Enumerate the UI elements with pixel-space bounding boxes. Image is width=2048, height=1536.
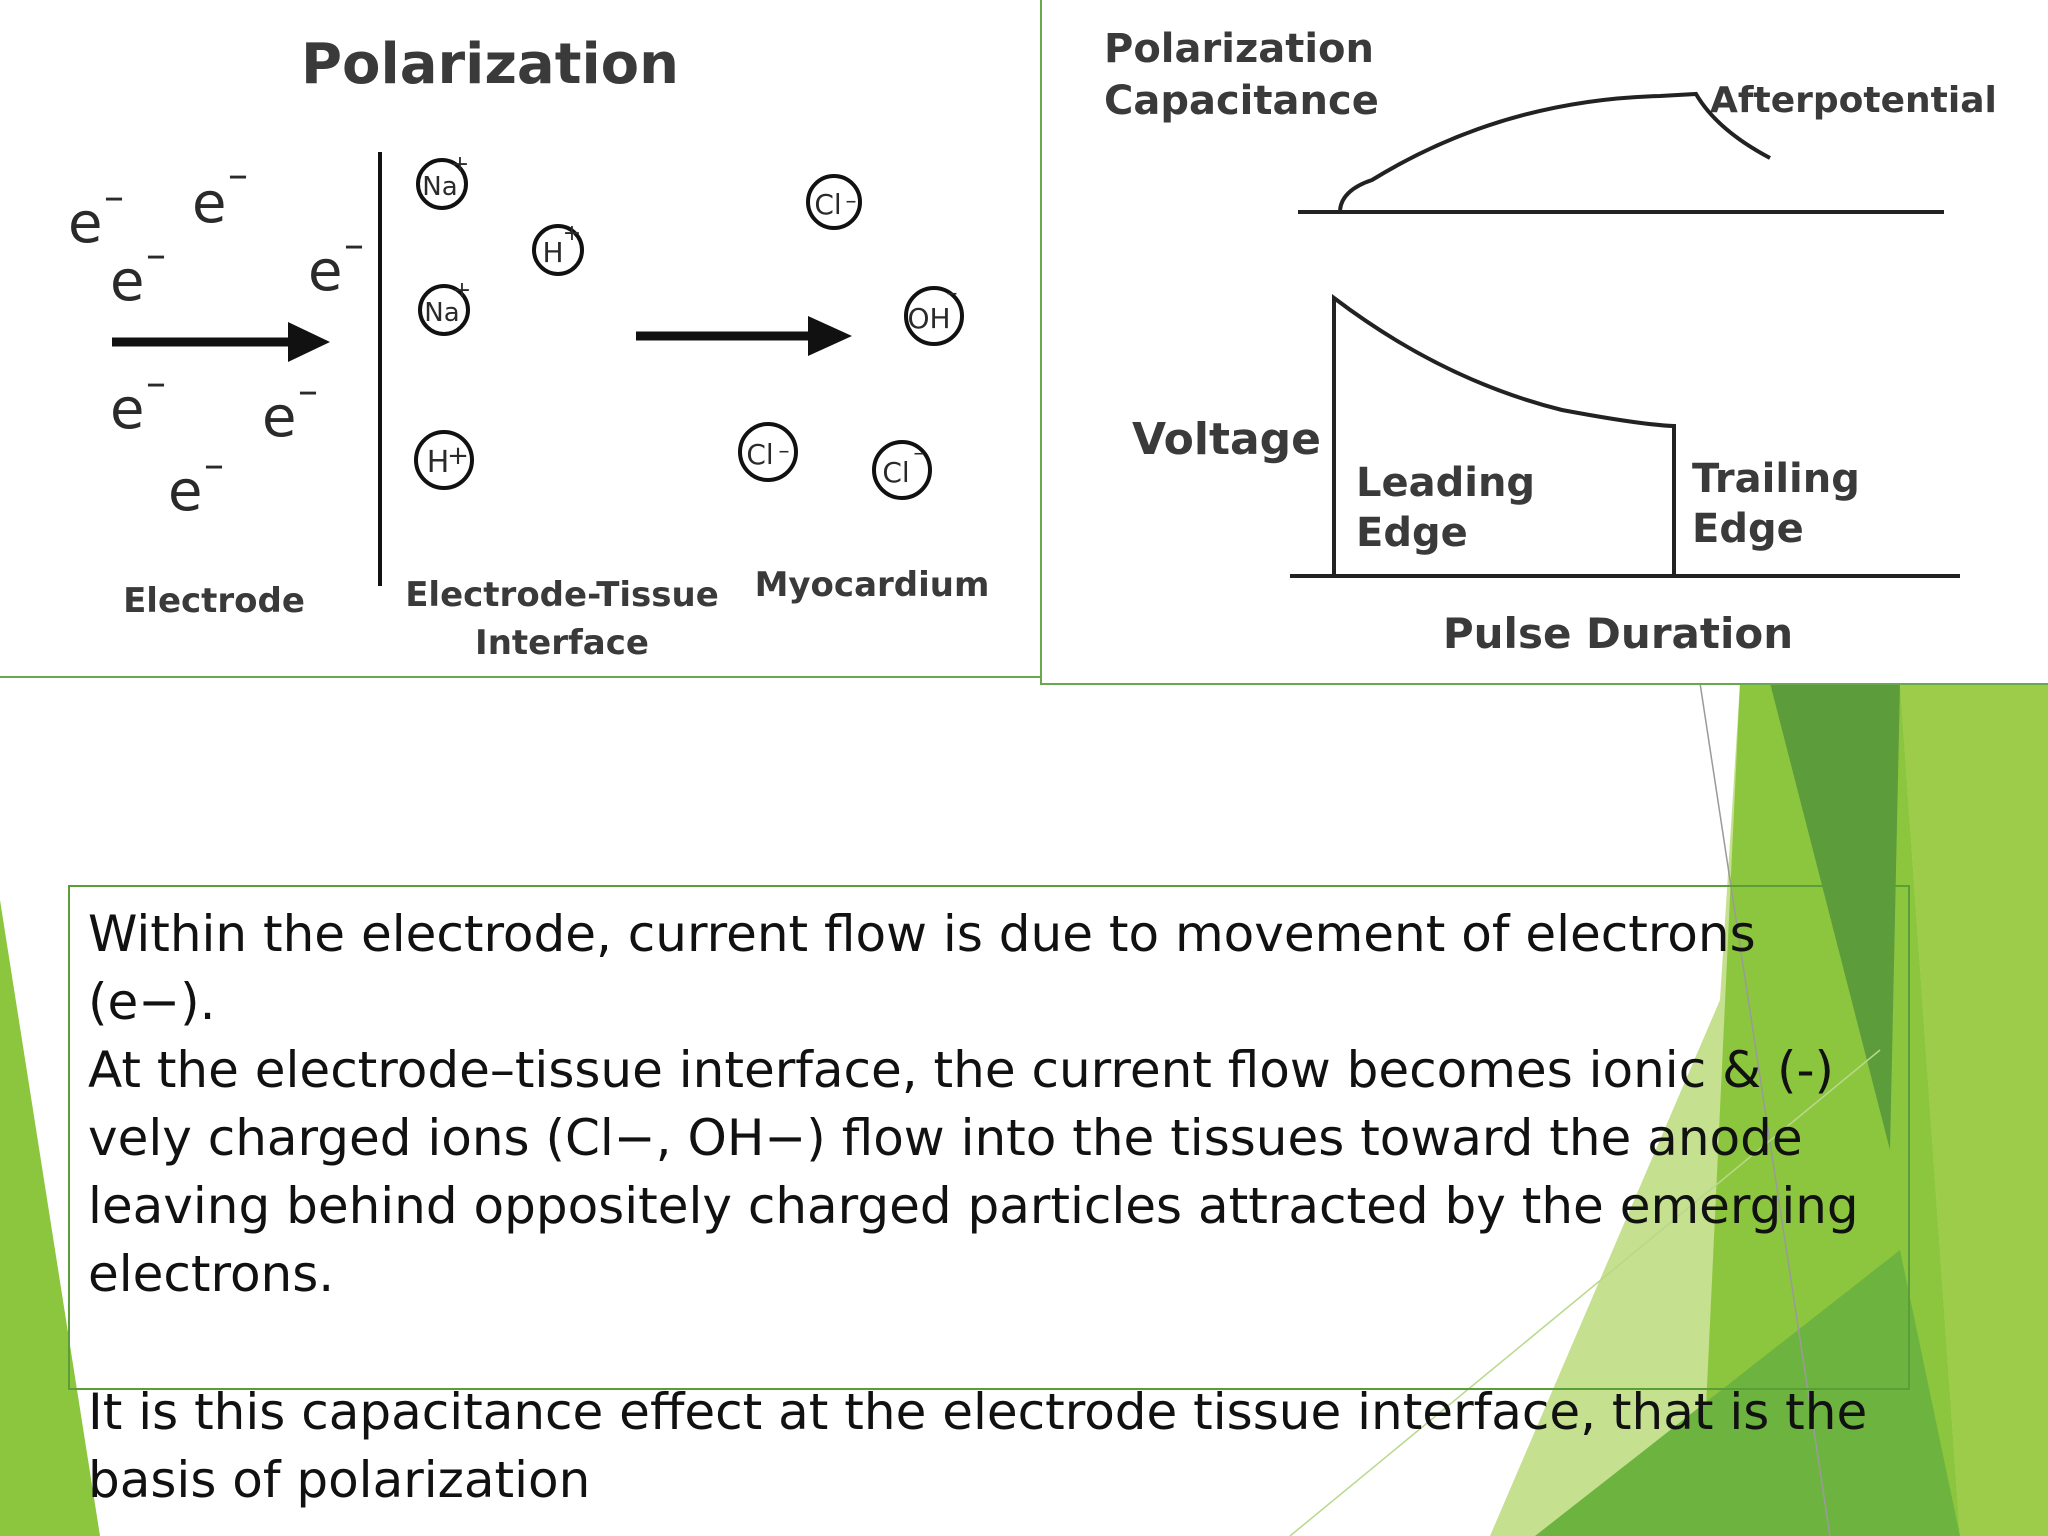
svg-text:e: e: [308, 239, 342, 304]
svg-text:–: –: [914, 441, 925, 466]
ion-h-plus: H +: [532, 221, 584, 276]
svg-text:Cl: Cl: [814, 188, 841, 221]
svg-text:–: –: [846, 189, 857, 214]
svg-text:–: –: [104, 174, 124, 220]
svg-text:–: –: [344, 222, 364, 268]
ion-h-plus: H +: [414, 430, 474, 490]
label-trailing-edge: Edge: [1692, 506, 1804, 552]
label-capacitance: Capacitance: [1104, 78, 1379, 124]
svg-text:Na: Na: [422, 172, 457, 202]
label-leading: Leading: [1356, 460, 1535, 506]
arrow-tissue: [636, 316, 852, 356]
svg-text:–: –: [228, 152, 248, 198]
electron: e –: [192, 152, 248, 236]
label-myocardium: Myocardium: [755, 565, 990, 605]
svg-text:e: e: [110, 377, 144, 442]
svg-text:H: H: [542, 236, 563, 269]
svg-text:e: e: [68, 191, 102, 256]
svg-text:+: +: [453, 278, 471, 303]
electron: e –: [262, 368, 318, 450]
svg-text:OH: OH: [907, 302, 950, 335]
pulse-diagram-svg: Polarization Capacitance Afterpotential …: [1104, 26, 1997, 658]
svg-text:+: +: [563, 221, 581, 246]
svg-text:–: –: [947, 281, 958, 306]
svg-text:–: –: [298, 368, 318, 414]
label-electrode: Electrode: [123, 581, 305, 621]
ion-cl-minus: Cl –: [738, 422, 798, 482]
electron: e –: [308, 222, 364, 304]
svg-text:e: e: [168, 459, 202, 524]
pulse-waveform: [1332, 293, 1676, 576]
svg-text:H: H: [427, 445, 450, 480]
arrow-electrode: [112, 322, 330, 362]
bg-shape-dark: [1770, 683, 1900, 1150]
label-afterpotential: Afterpotential: [1710, 80, 1997, 121]
label-interface-line1: Electrode-Tissue: [405, 575, 719, 615]
paragraph-capacitance-effect: It is this capacitance effect at the ele…: [88, 1383, 1868, 1509]
ion-na-plus: Na +: [418, 278, 471, 336]
bg-thin-line-2: [1289, 1049, 1881, 1536]
svg-text:–: –: [779, 439, 790, 464]
label-voltage: Voltage: [1132, 414, 1321, 465]
paragraph-interface-ions: At the electrode–tissue interface, the c…: [88, 1041, 1859, 1303]
label-interface-line2: Interface: [475, 623, 649, 663]
polarization-curve: [1338, 91, 1771, 211]
text-box-frame: [68, 885, 1910, 1390]
svg-text:e: e: [110, 249, 144, 314]
electron: e –: [110, 360, 166, 442]
label-pulse-duration: Pulse Duration: [1443, 609, 1793, 658]
diagram-title: Polarization: [301, 32, 679, 97]
ion-cl-minus: Cl –: [872, 440, 932, 500]
svg-text:e: e: [192, 171, 226, 236]
electron: e –: [68, 174, 124, 256]
bg-shape-bottom: [1535, 1250, 1960, 1536]
svg-text:Cl: Cl: [746, 438, 773, 471]
polarization-diagram-svg: Polarization e – e – e – e – e –: [68, 32, 990, 663]
electron: e –: [168, 442, 224, 524]
svg-text:–: –: [146, 232, 166, 278]
svg-text:Cl: Cl: [882, 456, 909, 489]
ion-na-plus: Na +: [416, 152, 469, 210]
svg-text:–: –: [146, 360, 166, 406]
label-leading-edge: Edge: [1356, 510, 1468, 556]
bg-thin-line: [1699, 682, 1831, 1536]
pulse-diagram: Polarization Capacitance Afterpotential …: [1040, 0, 2048, 685]
bg-shape-right: [1900, 683, 2048, 1536]
bg-shape-left: [0, 900, 100, 1536]
label-trailing: Trailing: [1692, 456, 1860, 502]
svg-text:e: e: [262, 385, 296, 450]
svg-text:–: –: [204, 442, 224, 488]
electron: e –: [110, 232, 166, 314]
paragraph-electrode-current: Within the electrode, current flow is du…: [88, 905, 1756, 1031]
ion-oh-minus: OH –: [904, 281, 964, 346]
ion-cl-minus: Cl –: [806, 174, 862, 230]
label-polarization: Polarization: [1104, 26, 1374, 72]
svg-text:+: +: [451, 152, 469, 177]
polarization-diagram: Polarization e – e – e – e – e –: [0, 0, 1042, 678]
svg-text:Na: Na: [424, 298, 459, 328]
svg-text:+: +: [447, 441, 469, 471]
electrons: e – e – e – e – e – e –: [68, 152, 364, 524]
